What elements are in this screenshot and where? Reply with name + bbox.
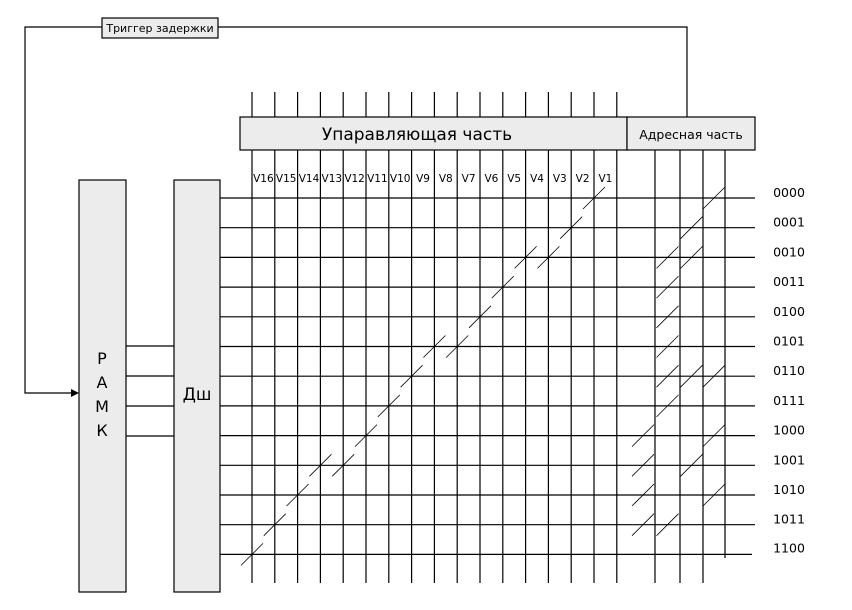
- diode-mark: [702, 483, 726, 507]
- row-label: 0111: [773, 393, 805, 408]
- diode-mark: [656, 364, 679, 388]
- diode-mark: [680, 216, 703, 239]
- diode-mark: [702, 186, 726, 210]
- diode-mark: [582, 186, 606, 210]
- diode-mark: [514, 246, 537, 269]
- diode-mark: [286, 483, 309, 507]
- column-label: V1: [598, 173, 612, 185]
- ramk-letter: К: [96, 421, 108, 440]
- column-label: V10: [390, 173, 411, 185]
- diode-mark: [656, 394, 679, 418]
- row-label: 1011: [773, 512, 805, 527]
- diode-mark: [680, 454, 703, 477]
- row-label: 0010: [773, 244, 805, 259]
- diode-mark: [423, 335, 446, 358]
- column-label: V15: [276, 173, 297, 185]
- arrow-head-icon: [71, 389, 79, 397]
- column-label: V11: [367, 173, 388, 185]
- diode-mark: [400, 364, 423, 388]
- diode-mark: [631, 483, 655, 507]
- diode-mark: [656, 335, 679, 358]
- diode-mark: [631, 454, 655, 477]
- diode-mark: [537, 246, 560, 269]
- address-section-header: [626, 116, 756, 151]
- column-label: V12: [344, 173, 365, 185]
- column-label: V4: [530, 173, 544, 185]
- diode-marks: [240, 186, 726, 566]
- row-label: 0110: [773, 363, 805, 378]
- decoder-label: Дш: [183, 385, 212, 405]
- column-label: V3: [553, 173, 567, 185]
- row-label: 0101: [773, 334, 805, 349]
- diode-mark: [240, 543, 264, 566]
- ramk-letter: Р: [97, 349, 107, 368]
- trigger-feedback-line: [218, 26, 688, 118]
- column-label: V5: [507, 173, 521, 185]
- matrix-grid: [220, 92, 755, 583]
- diode-mark: [656, 246, 679, 269]
- diode-mark: [445, 335, 469, 358]
- ramk-letter: А: [97, 373, 108, 392]
- diode-mark: [468, 305, 492, 329]
- trigger-box: [101, 17, 219, 39]
- column-label: V6: [484, 173, 498, 185]
- diode-mark: [377, 394, 401, 418]
- diode-mark: [656, 513, 679, 536]
- column-label: V2: [576, 173, 590, 185]
- address-section-label: Адресная часть: [639, 127, 743, 142]
- diode-mark: [263, 513, 287, 536]
- diode-mark: [656, 275, 679, 299]
- column-label: V8: [439, 173, 453, 185]
- ramk-letter: М: [95, 397, 109, 416]
- control-section-header: [239, 116, 628, 151]
- diode-mark: [631, 513, 655, 536]
- diode-mark: [354, 424, 378, 447]
- row-label: 1100: [773, 540, 805, 555]
- diode-mark: [680, 246, 703, 269]
- diode-mark: [702, 364, 726, 388]
- diode-mark: [491, 275, 515, 299]
- column-label: V9: [416, 173, 430, 185]
- row-label: 0100: [773, 304, 805, 319]
- diode-mark: [702, 424, 726, 447]
- row-label: 1010: [773, 482, 805, 497]
- row-label: 0001: [773, 215, 805, 230]
- decoder-box: [173, 179, 221, 593]
- trigger-label: Триггер задержки: [105, 22, 213, 35]
- diode-mark: [559, 216, 583, 239]
- column-label: V13: [322, 173, 343, 185]
- row-label: 0000: [773, 185, 805, 200]
- column-label: V7: [462, 173, 476, 185]
- ramk-register: [78, 179, 127, 593]
- row-label: 0011: [773, 274, 805, 289]
- trigger-to-ramk-line: [24, 26, 102, 394]
- row-label: 1001: [773, 452, 805, 467]
- column-label: V16: [253, 173, 274, 185]
- control-section-label: Упаравляющая часть: [322, 125, 512, 145]
- diode-mark: [631, 424, 655, 447]
- diode-mark: [680, 364, 703, 388]
- row-labels: 0000 0001 0010 0011 0100 0101 0110 0111 1000 1001…: [773, 185, 805, 555]
- row-label: 1000: [773, 423, 805, 438]
- diode-mark: [331, 454, 355, 477]
- column-label: V14: [299, 173, 320, 185]
- diode-mark: [309, 454, 332, 477]
- diode-mark: [656, 305, 679, 329]
